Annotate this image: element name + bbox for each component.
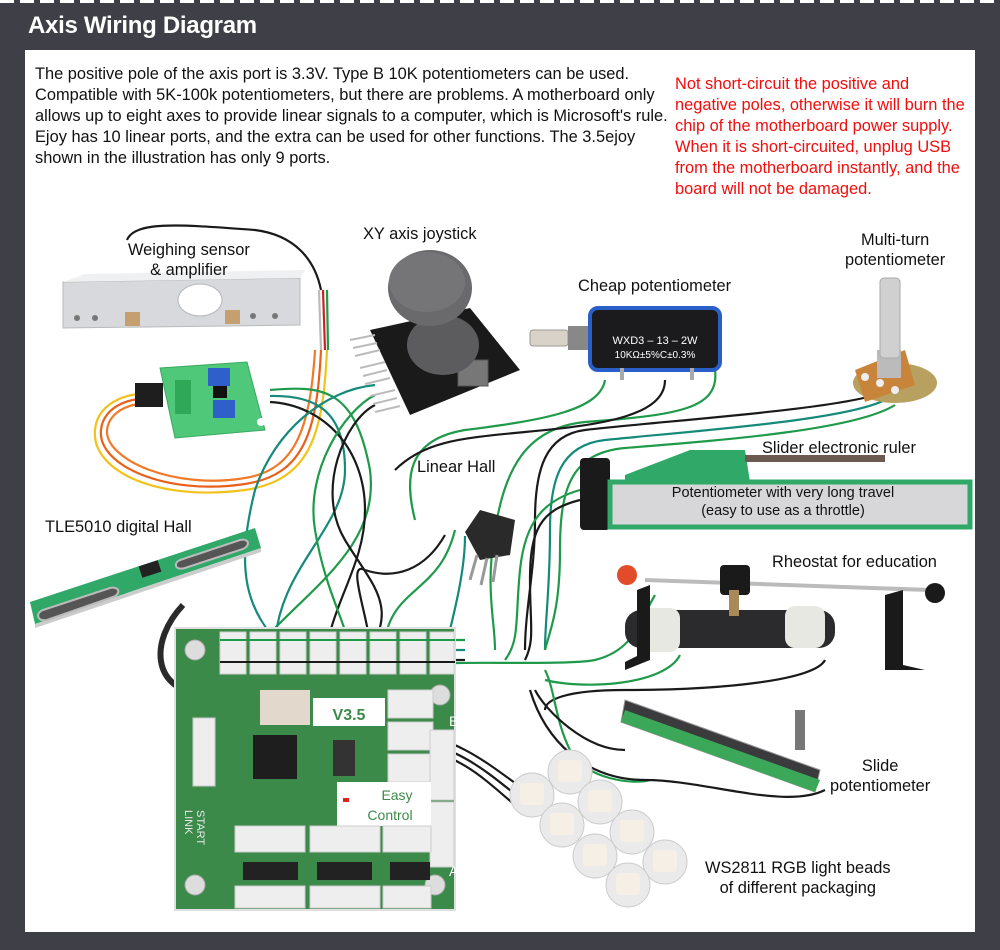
label-slider-electronic-ruler: Slider electronic ruler xyxy=(762,439,916,457)
multi-turn-potentiometer xyxy=(853,277,937,403)
wire-slider-black xyxy=(524,498,581,661)
label-multi-turn-line2: potentiometer xyxy=(845,251,946,269)
tle5010-board xyxy=(30,528,261,628)
label-multi-turn-potentiometer: Multi-turn potentiometer xyxy=(845,230,945,270)
wire-cheap-pot-black xyxy=(394,379,667,471)
wire-amp-green xyxy=(254,387,373,651)
led-bead xyxy=(509,772,555,818)
led-bead xyxy=(572,833,618,879)
wire-rheo-green-2 xyxy=(544,654,681,686)
led-bead xyxy=(577,779,623,825)
cheap-pot-marking-2: 10KΩ±5%C±0.3% xyxy=(615,350,696,361)
wire-amp-black xyxy=(269,400,367,671)
cheap-potentiometer: WXD3 – 13 – 2W 10KΩ±5%C±0.3% xyxy=(529,306,722,380)
load-cell xyxy=(62,270,305,329)
label-weighing-sensor-line1: Weighing sensor xyxy=(128,241,250,259)
led-bead xyxy=(547,749,593,795)
page-title: Axis Wiring Diagram xyxy=(28,12,257,39)
led-bead xyxy=(642,839,688,885)
label-cheap-potentiometer: Cheap potentiometer xyxy=(578,277,732,295)
wire-load-cell-red xyxy=(321,289,327,351)
intro-text: The positive pole of the axis port is 3.… xyxy=(35,65,668,167)
board-brand-easy: Easy xyxy=(381,787,412,803)
wiring-illustration: WXD3 – 13 – 2W 10KΩ±5%C±0.3% xyxy=(30,224,973,911)
wire-hall-black xyxy=(356,534,446,651)
board-logo-start: START xyxy=(194,810,206,845)
wire-amp-orange-1 xyxy=(105,349,317,482)
board-logo-link: LINK xyxy=(182,810,194,835)
cheap-pot-marking-1: WXD3 – 13 – 2W xyxy=(613,335,699,347)
wire-slidepot-black-2 xyxy=(528,689,826,798)
wire-joy-green xyxy=(312,394,376,651)
wire-amp-orange-2 xyxy=(99,349,323,488)
board-brand-control: Control xyxy=(367,807,412,823)
label-slide-potentiometer: Slide potentiometer xyxy=(830,756,930,796)
slider-electronic-ruler xyxy=(580,450,973,530)
led-bead xyxy=(609,809,655,855)
label-slider-note: Potentiometer with very long travel (eas… xyxy=(653,484,913,520)
label-tle5010: TLE5010 digital Hall xyxy=(45,518,192,536)
label-xy-joystick: XY axis joystick xyxy=(363,225,477,243)
wire-slidepot-black-1 xyxy=(534,689,626,752)
wire-joy-teal xyxy=(243,383,376,651)
label-linear-hall: Linear Hall xyxy=(417,458,496,476)
label-slider-note-line2: (easy to use as a throttle) xyxy=(701,503,865,519)
wire-multiturn-teal xyxy=(543,399,886,651)
ejoy-v35-board: V3.5 B A Easy Control LINK START xyxy=(174,627,459,911)
label-slide-pot-line2: potentiometer xyxy=(830,777,931,795)
label-ws2811: WS2811 RGB light beads of different pack… xyxy=(705,858,891,898)
linear-hall-sensor xyxy=(465,510,515,586)
warning-text: Not short-circuit the positive and negat… xyxy=(675,75,965,198)
wire-load-cell-black xyxy=(125,224,323,291)
port-a-label: A xyxy=(449,863,459,879)
ws2811-led-beads xyxy=(509,749,688,908)
amplifier-board xyxy=(135,361,266,439)
xy-joystick xyxy=(349,250,520,415)
label-ws2811-line2: of different packaging xyxy=(719,879,876,897)
label-slide-pot-line1: Slide xyxy=(861,757,899,775)
wire-cheap-pot-green-2 xyxy=(489,369,717,651)
wire-joy-black xyxy=(331,404,383,671)
label-rheostat: Rheostat for education xyxy=(772,553,937,571)
wire-load-cell-green xyxy=(325,289,330,351)
wire-amp-yellow xyxy=(93,349,329,494)
wire-multiturn-black xyxy=(523,393,876,651)
wire-slider-green xyxy=(504,488,581,661)
wire-cheap-pot-green-1 xyxy=(409,379,607,521)
wires xyxy=(93,224,896,806)
board-version: V3.5 xyxy=(333,707,366,724)
led-bead xyxy=(605,862,651,908)
label-slider-note-line1: Potentiometer with very long travel xyxy=(671,485,895,501)
rheostat xyxy=(617,565,945,670)
diagram-canvas: The positive pole of the axis port is 3.… xyxy=(25,50,975,932)
label-weighing-sensor: Weighing sensor & amplifier xyxy=(128,240,250,280)
wire-amp-teal xyxy=(269,394,347,651)
label-multi-turn-line1: Multi-turn xyxy=(860,231,930,249)
dashed-top-border xyxy=(0,0,1000,3)
port-b-label: B xyxy=(449,713,458,729)
led-bead xyxy=(539,802,585,848)
label-weighing-sensor-line2: & amplifier xyxy=(150,261,228,279)
slide-potentiometer xyxy=(620,699,821,793)
wire-load-cell-white xyxy=(317,289,323,351)
label-ws2811-line1: WS2811 RGB light beads xyxy=(705,859,891,877)
